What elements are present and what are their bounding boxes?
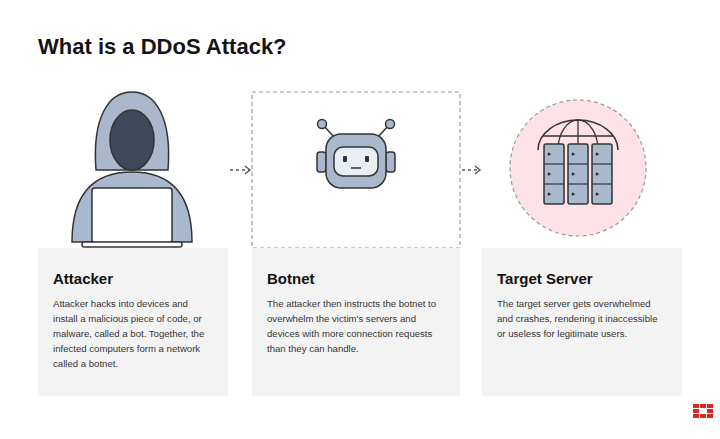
stage-card: BotnetThe attacker then instructs the bo… [252, 85, 460, 396]
stage-card: Target ServerThe target server gets over… [482, 85, 682, 396]
card-heading: Botnet [267, 270, 445, 287]
card-heading: Attacker [53, 270, 213, 287]
flow-arrow [462, 166, 480, 174]
card-body: The attacker then instructs the botnet t… [267, 296, 445, 356]
brand-logo [693, 404, 713, 418]
card-body: Attacker hacks into devices and install … [53, 296, 213, 371]
card-body: The target server gets overwhelmed and c… [497, 296, 667, 341]
flow-arrow [230, 166, 250, 174]
card-heading: Target Server [497, 270, 667, 287]
stage-card: AttackerAttacker hacks into devices and … [38, 85, 228, 396]
diagram-title: What is a DDoS Attack? [38, 34, 287, 60]
